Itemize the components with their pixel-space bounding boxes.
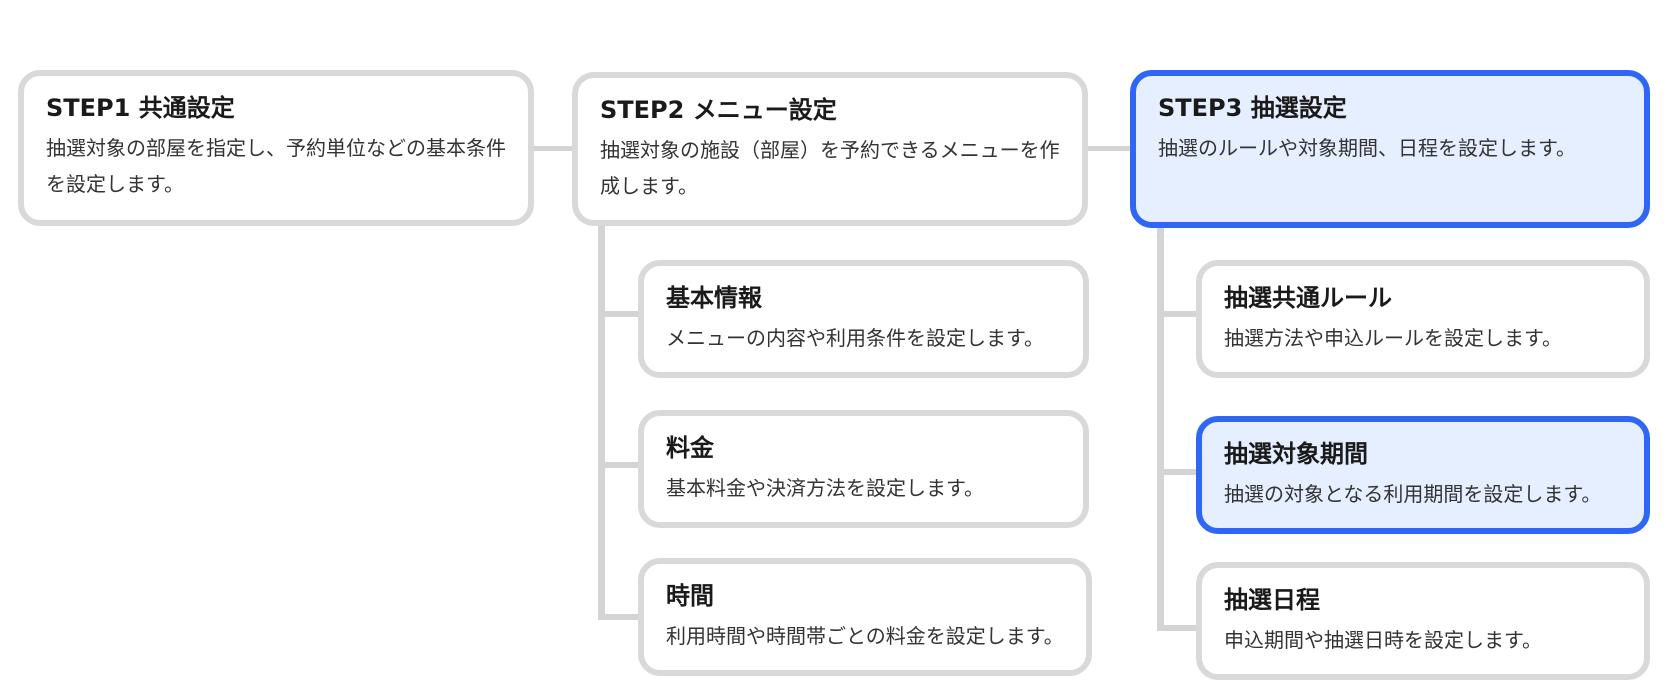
substep-description: メニューの内容や利用条件を設定します。 <box>666 326 1044 350</box>
connector-step3-branch-3 <box>1157 625 1201 631</box>
step3-box[interactable]: STEP3 抽選設定 抽選のルールや対象期間、日程を設定します。 <box>1130 70 1650 228</box>
step2-substep-time[interactable]: 時間 利用時間や時間帯ごとの料金を設定します。 <box>638 558 1092 676</box>
step3-title: STEP3 抽選設定 <box>1158 94 1347 122</box>
connector-step3-trunk <box>1157 222 1164 631</box>
step3-description: 抽選のルールや対象期間、日程を設定します。 <box>1158 136 1576 160</box>
connector-step2-trunk <box>598 222 605 620</box>
substep-description: 基本料金や決済方法を設定します。 <box>666 476 984 500</box>
step2-title: STEP2 メニュー設定 <box>600 96 837 124</box>
connector-step3-branch-1 <box>1157 311 1201 317</box>
step2-box[interactable]: STEP2 メニュー設定 抽選対象の施設（部屋）を予約できるメニューを作成します… <box>572 72 1088 226</box>
step2-substep-basic-info[interactable]: 基本情報 メニューの内容や利用条件を設定します。 <box>638 260 1089 378</box>
connector-step2-branch-2 <box>598 462 644 468</box>
substep-title: 抽選対象期間 <box>1224 440 1368 468</box>
connector-step2-branch-3 <box>598 614 644 620</box>
connector-step3-branch-2 <box>1157 469 1201 475</box>
substep-description: 抽選方法や申込ルールを設定します。 <box>1224 326 1562 350</box>
substep-title: 抽選日程 <box>1224 586 1320 614</box>
substep-description: 申込期間や抽選日時を設定します。 <box>1224 628 1542 652</box>
substep-title: 基本情報 <box>666 284 762 312</box>
step1-title: STEP1 共通設定 <box>46 94 235 122</box>
step3-substep-target-period[interactable]: 抽選対象期間 抽選の対象となる利用期間を設定します。 <box>1196 416 1650 534</box>
connector-step2-branch-1 <box>598 311 644 317</box>
step2-description: 抽選対象の施設（部屋）を予約できるメニューを作成します。 <box>600 138 1060 198</box>
step1-description: 抽選対象の部屋を指定し、予約単位などの基本条件を設定します。 <box>46 136 506 196</box>
connector-step2-step3 <box>1086 146 1134 151</box>
step2-substep-pricing[interactable]: 料金 基本料金や決済方法を設定します。 <box>638 410 1089 528</box>
substep-title: 時間 <box>666 582 714 610</box>
step3-substep-common-rules[interactable]: 抽選共通ルール 抽選方法や申込ルールを設定します。 <box>1196 260 1650 378</box>
substep-description: 利用時間や時間帯ごとの料金を設定します。 <box>666 624 1064 648</box>
substep-title: 抽選共通ルール <box>1224 284 1392 312</box>
connector-step1-step2 <box>534 146 576 151</box>
substep-title: 料金 <box>666 434 714 462</box>
step1-box[interactable]: STEP1 共通設定 抽選対象の部屋を指定し、予約単位などの基本条件を設定します… <box>18 70 534 226</box>
substep-description: 抽選の対象となる利用期間を設定します。 <box>1224 482 1602 506</box>
step3-substep-schedule[interactable]: 抽選日程 申込期間や抽選日時を設定します。 <box>1196 562 1650 680</box>
